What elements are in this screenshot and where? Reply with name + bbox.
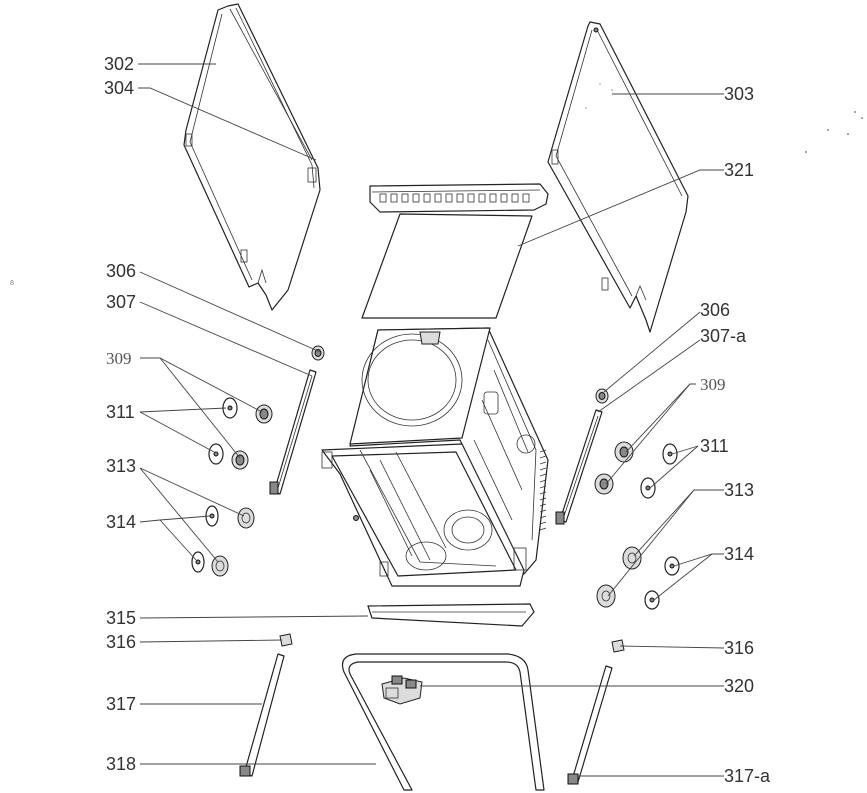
label-320: 320 [724, 676, 754, 696]
rail-tooth [522, 193, 530, 203]
part-316-left-clip [279, 633, 293, 647]
rail-tooth [390, 193, 398, 203]
right-washer-314-upper [664, 556, 680, 576]
label-303: 303 [724, 84, 754, 104]
speck-marks [585, 83, 863, 153]
left-wheel-313-lower [211, 555, 229, 577]
right-wheel-309-upper [614, 441, 634, 463]
label-314-left: 314 [106, 512, 136, 532]
part-317-left-strip [239, 653, 285, 777]
left-washer-314-lower [191, 551, 205, 573]
right-wheel-309-lower [594, 473, 614, 495]
left-washer-311-upper [222, 397, 238, 419]
part-317a-right-strip [567, 665, 613, 785]
part-303-right-side-panel [547, 21, 689, 333]
vent-slot [539, 479, 547, 483]
vent-slot [539, 449, 547, 453]
right-washer-314-lower [644, 590, 660, 610]
vent-slot [539, 521, 547, 525]
part-318-door-seal [341, 653, 545, 791]
rail-tooth [412, 193, 420, 203]
vent-slot [539, 497, 547, 501]
vent-slot [539, 455, 547, 459]
rail-tooth [511, 193, 519, 203]
rail-tooth [500, 193, 508, 203]
rail-tooth [445, 193, 453, 203]
vent-slot [539, 527, 547, 531]
right-washer-311-upper [662, 443, 678, 465]
part-320-component [381, 675, 423, 705]
left-wheel-313-upper [237, 507, 255, 529]
rail-tooth [478, 193, 486, 203]
label-318: 318 [106, 754, 136, 774]
right-wheel-313-upper [622, 546, 642, 570]
part-315-base-strip [367, 603, 535, 627]
stray-mark: 8 [10, 280, 14, 287]
label-321: 321 [724, 160, 754, 180]
vent-slot [539, 461, 547, 465]
callout-labels: 302 304 303 321 8 306 307 309 311 313 31… [10, 54, 771, 786]
rail-tooth [489, 193, 497, 203]
label-316-right: 316 [724, 638, 754, 658]
rail-tooth [423, 193, 431, 203]
label-314-right: 314 [724, 544, 754, 564]
left-wheel-309-lower [231, 450, 249, 470]
vent-slot [539, 467, 547, 471]
vent-slot [539, 503, 547, 507]
vent-slot [539, 509, 547, 513]
main-tub-body [321, 327, 549, 587]
vent-slot [539, 515, 547, 519]
right-washer-311-lower [640, 477, 656, 499]
label-317a: 317-a [724, 766, 771, 786]
label-307a: 307-a [700, 326, 747, 346]
label-313-left: 313 [106, 456, 136, 476]
label-306-right: 306 [700, 300, 730, 320]
label-311-left: 311 [106, 402, 135, 422]
part-321-insulation-sheet [361, 213, 533, 319]
part-306-right-bracket [595, 388, 609, 404]
vent-slot [539, 473, 547, 477]
rail-tooth [379, 193, 387, 203]
rail-tooth [434, 193, 442, 203]
label-317: 317 [106, 694, 136, 714]
part-307-left-rail [269, 369, 317, 495]
label-309-right: 309 [700, 375, 726, 394]
vent-slot [539, 491, 547, 495]
leader-lines [138, 63, 725, 777]
rail-tooth [456, 193, 464, 203]
part-302-left-side-panel [183, 3, 321, 311]
label-315: 315 [106, 608, 136, 628]
part-316-right-clip [611, 639, 625, 653]
part-307a-right-rail [555, 409, 603, 525]
label-307: 307 [106, 292, 136, 312]
left-wheel-309-upper [255, 404, 273, 424]
label-311-right: 311 [700, 436, 729, 456]
part-306-left-bracket [311, 345, 325, 361]
right-wheel-313-lower [596, 584, 616, 608]
left-washer-311-lower [208, 443, 224, 465]
vent-slot [539, 485, 547, 489]
part-304-top-rail [369, 183, 549, 213]
rail-tooth [401, 193, 409, 203]
label-302: 302 [104, 54, 134, 74]
label-304: 304 [104, 78, 134, 98]
label-306-left: 306 [106, 261, 136, 281]
rail-tooth [467, 193, 475, 203]
label-316-left: 316 [106, 632, 136, 652]
label-313-right: 313 [724, 480, 754, 500]
label-309-left: 309 [106, 349, 132, 368]
